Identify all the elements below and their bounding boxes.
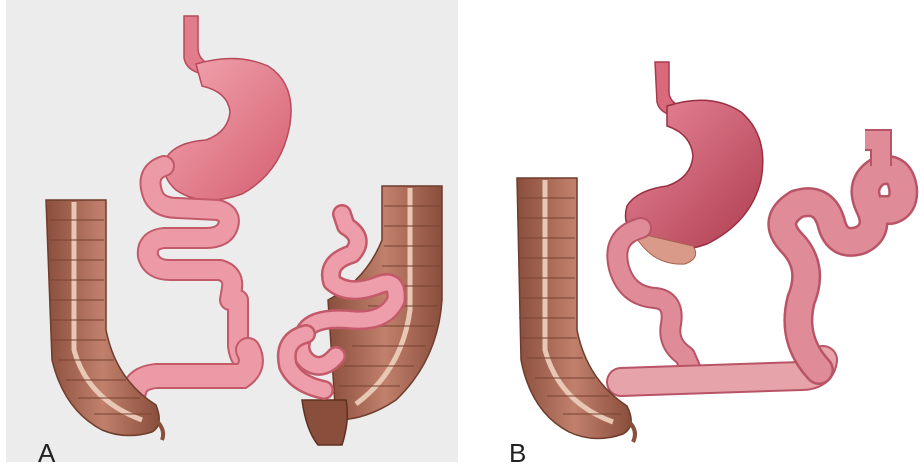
panel-a-label: A: [38, 438, 55, 469]
panel-a: A: [6, 0, 461, 475]
stomach: [164, 58, 291, 200]
panel-b-label: B: [509, 438, 526, 469]
panel-b-illustration: [471, 0, 921, 475]
panel-b: B: [471, 0, 921, 475]
panel-a-illustration: [6, 0, 461, 475]
colon: [517, 178, 635, 442]
